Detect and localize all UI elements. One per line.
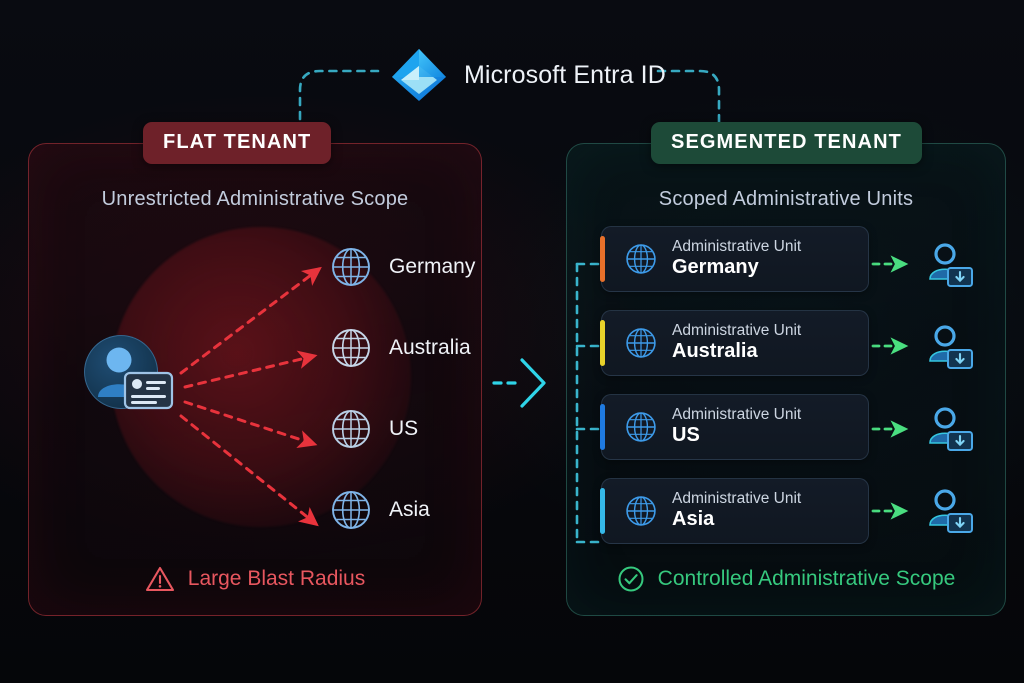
- administrative-unit-list: Administrative Unit Germany Administrati…: [600, 226, 869, 562]
- administrative-unit-card[interactable]: Administrative Unit Germany: [600, 226, 869, 292]
- entra-title: Microsoft Entra ID: [464, 60, 666, 89]
- blast-radius-label: Large Blast Radius: [187, 567, 366, 590]
- administrative-unit-kind: Administrative Unit: [672, 490, 802, 508]
- administrative-unit-card[interactable]: Administrative Unit Australia: [600, 310, 869, 376]
- admin-user-badge-icon: [98, 347, 174, 410]
- microsoft-entra-id-diamond-icon: [388, 44, 450, 106]
- globe-icon: [332, 490, 370, 529]
- region-label: US: [389, 416, 419, 440]
- flat-tenant-footer: Large Blast Radius: [29, 565, 481, 593]
- check-circle-icon: [618, 566, 644, 592]
- region-row: Asia: [329, 469, 519, 550]
- globe-icon: [626, 412, 656, 442]
- region-list: Germany Australia: [329, 226, 519, 550]
- tenant-admin-node: [84, 335, 180, 415]
- scoped-admin-icon: [913, 308, 983, 390]
- globe-icon: [626, 328, 656, 358]
- globe-icon: [626, 496, 656, 526]
- region-label: Germany: [389, 254, 476, 278]
- administrative-unit-name: US: [672, 424, 700, 447]
- region-row: US: [329, 388, 519, 469]
- accent-bar: [600, 320, 605, 366]
- flat-tenant-badge: FLAT TENANT: [143, 122, 332, 164]
- warning-triangle-icon: [145, 566, 174, 592]
- scoped-admin-icon: [913, 472, 983, 554]
- globe-icon: [332, 247, 370, 286]
- accent-bar: [600, 488, 605, 534]
- controlled-scope-label: Controlled Administrative Scope: [657, 567, 956, 590]
- flat-tenant-subtitle: Unrestricted Administrative Scope: [101, 188, 409, 210]
- flat-tenant-panel: FLAT TENANT Unrestricted Administrative …: [28, 122, 482, 616]
- scoped-admin-list: [913, 226, 983, 554]
- region-label: Australia: [389, 335, 471, 359]
- administrative-unit-name: Germany: [672, 256, 759, 279]
- segmented-tenant-subtitle: Scoped Administrative Units: [658, 188, 914, 210]
- administrative-unit-kind: Administrative Unit: [672, 322, 802, 340]
- administrative-unit-name: Asia: [672, 508, 715, 531]
- globe-icon: [626, 244, 656, 274]
- segmented-tenant-panel: SEGMENTED TENANT Scoped Administrative U…: [566, 122, 1006, 616]
- administrative-unit-kind: Administrative Unit: [672, 406, 802, 424]
- scoped-admin-icon: [913, 390, 983, 472]
- region-row: Australia: [329, 307, 519, 388]
- globe-icon: [332, 409, 370, 448]
- segmented-tenant-footer: Controlled Administrative Scope: [567, 565, 1005, 593]
- administrative-unit-kind: Administrative Unit: [672, 238, 802, 256]
- accent-bar: [600, 236, 605, 282]
- accent-bar: [600, 404, 605, 450]
- administrative-unit-card[interactable]: Administrative Unit Asia: [600, 478, 869, 544]
- administrative-unit-name: Australia: [672, 340, 758, 363]
- scoped-admin-icon: [913, 226, 983, 308]
- segmented-tenant-badge: SEGMENTED TENANT: [651, 122, 922, 164]
- region-row: Germany: [329, 226, 519, 307]
- region-label: Asia: [389, 497, 430, 521]
- administrative-unit-card[interactable]: Administrative Unit US: [600, 394, 869, 460]
- globe-icon: [332, 328, 370, 367]
- entra-header: Microsoft Entra ID: [388, 44, 666, 106]
